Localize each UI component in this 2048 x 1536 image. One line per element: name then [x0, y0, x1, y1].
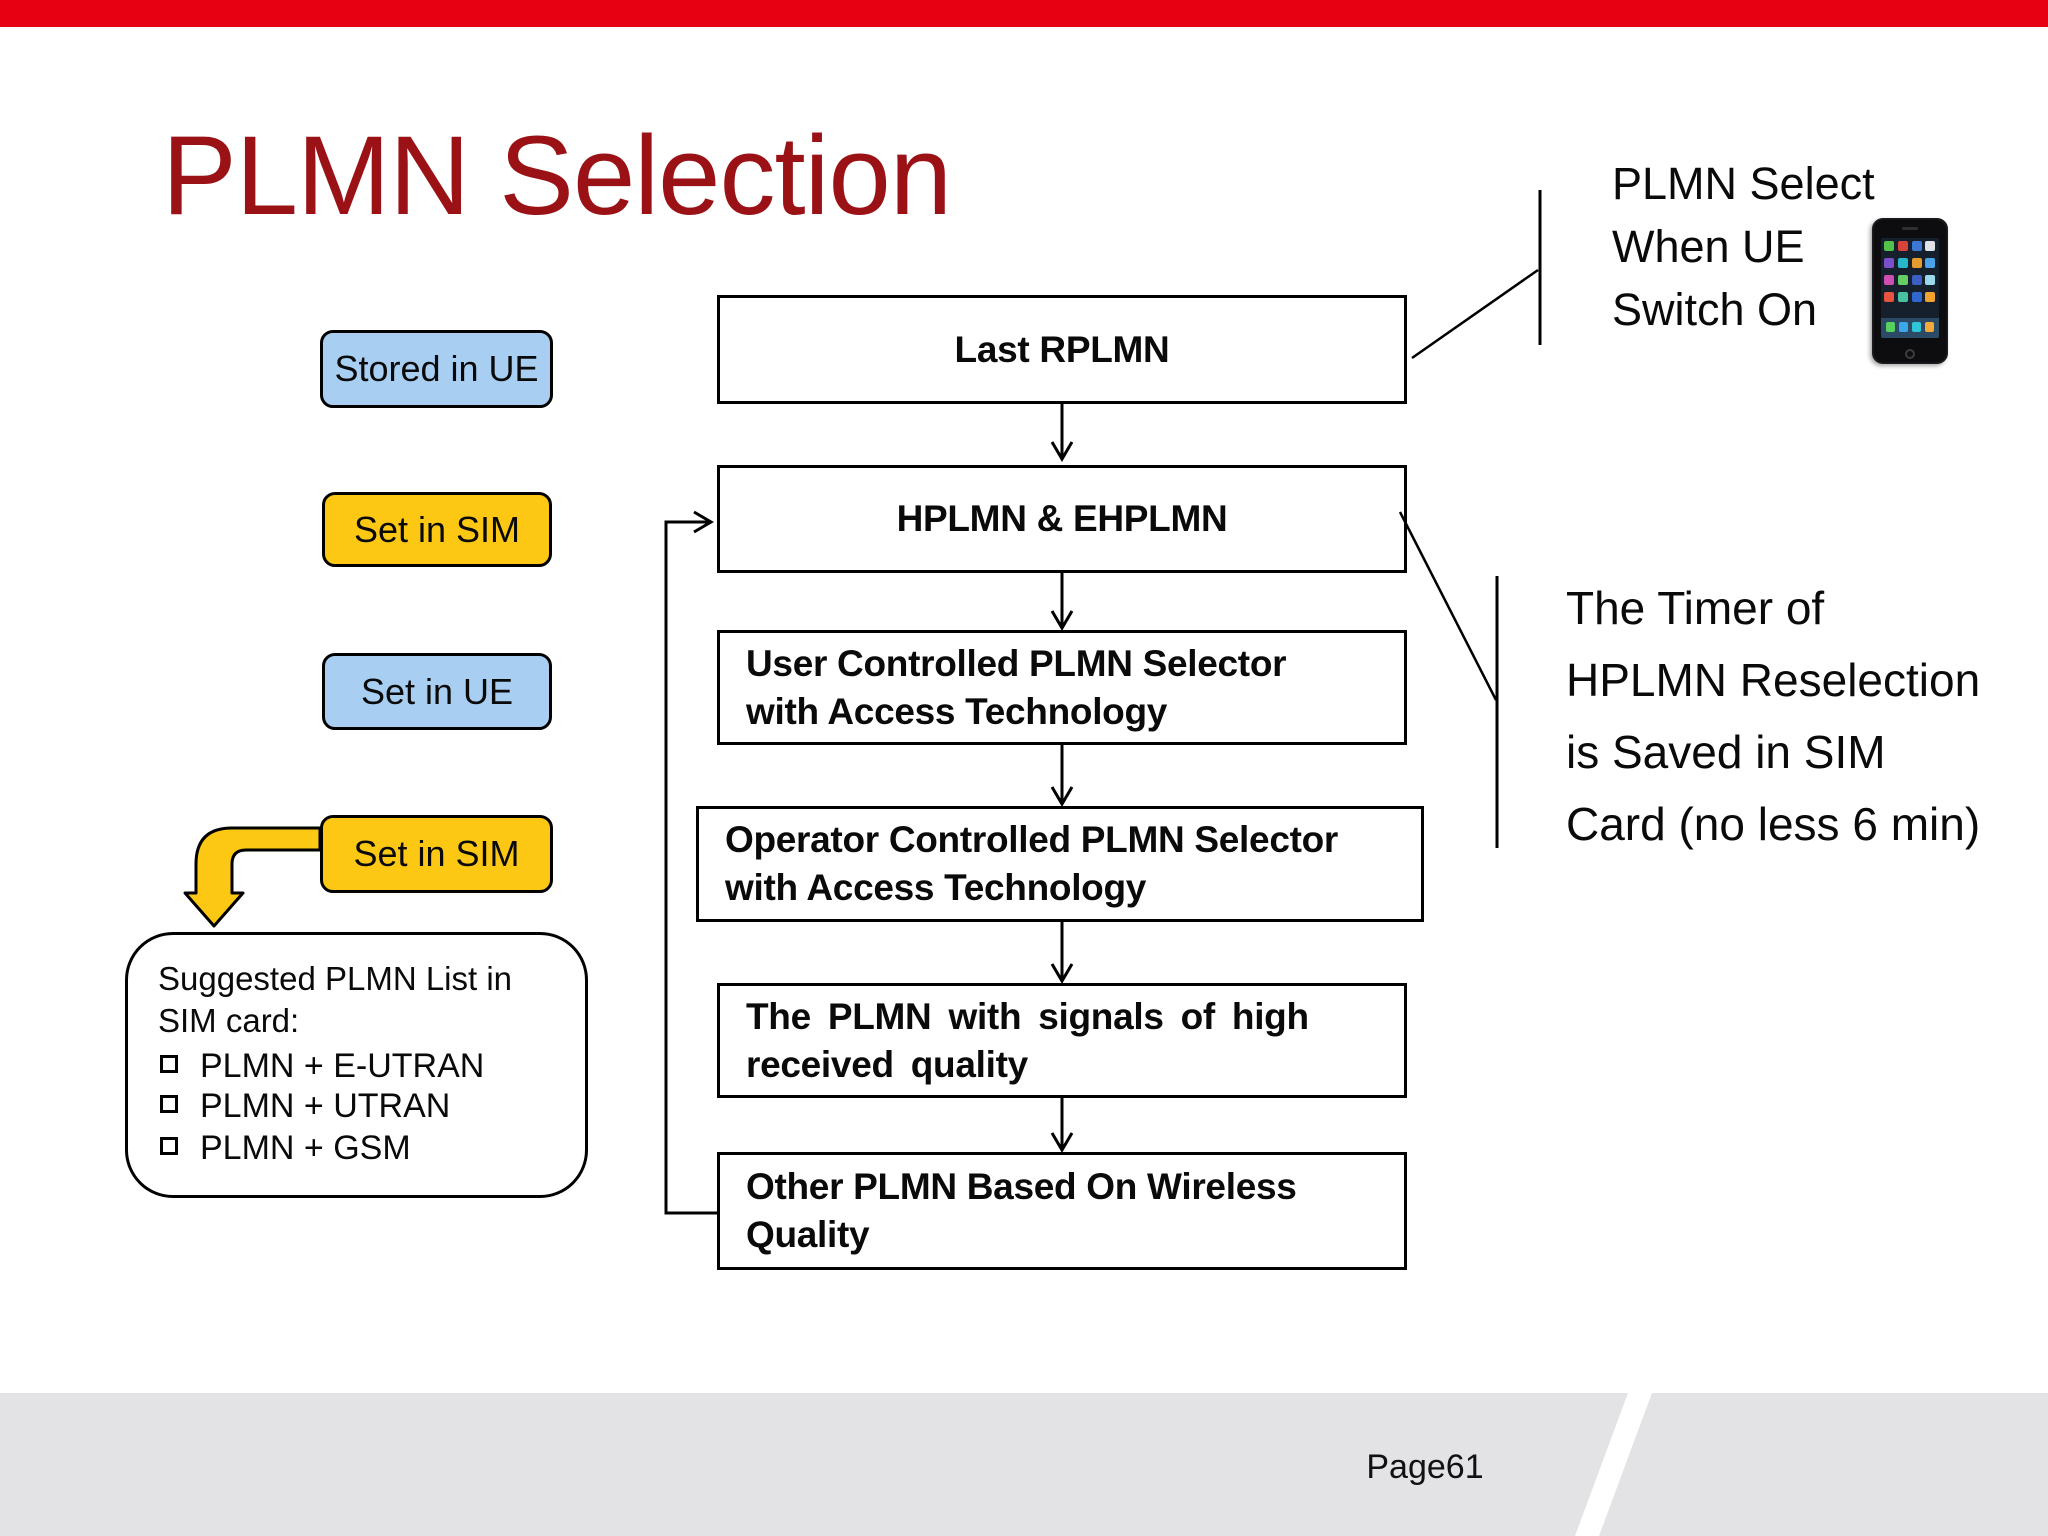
flow-box-other-plmn: Other PLMN Based On Wireless Quality [717, 1152, 1407, 1270]
page-title: PLMN Selection [162, 113, 952, 238]
badge-set-in-sim-2: Set in SIM [320, 815, 553, 893]
phone-speaker [1902, 227, 1918, 230]
flow-box-hplmn-ehplmn: HPLMN & EHPLMN [717, 465, 1407, 573]
phone-home-button [1905, 349, 1915, 359]
smartphone-icon [1872, 218, 1948, 364]
badge-label: Set in SIM [353, 508, 521, 550]
square-bullet-icon [160, 1137, 178, 1155]
callout-plmn-select-on-power: PLMN Select When UE Switch On [1612, 158, 1875, 335]
flow-box-label: Other PLMN Based On Wireless Quality [746, 1166, 1297, 1255]
phone-screen [1881, 238, 1939, 338]
badge-label: Set in SIM [353, 833, 520, 874]
square-bullet-icon [160, 1095, 178, 1113]
badge-set-in-sim: Set in SIM [322, 492, 552, 567]
footer-band [0, 1393, 2048, 1536]
flow-box-label: User Controlled PLMN Selector with Acces… [746, 642, 1287, 732]
phone-app-grid [1884, 241, 1936, 313]
badge-label: Set in UE [360, 670, 514, 712]
flow-box-label: Last RPLMN [954, 328, 1170, 370]
phone-dock [1881, 318, 1939, 338]
callout-hplmn-timer: The Timer of HPLMN Reselection is Saved … [1566, 582, 1981, 850]
flow-box-label: HPLMN & EHPLMN [896, 498, 1228, 539]
flow-box-last-rplmn: Last RPLMN [717, 295, 1407, 404]
square-bullet-icon [160, 1055, 178, 1073]
flow-box-user-controlled: User Controlled PLMN Selector with Acces… [717, 630, 1407, 745]
page-number: Page61 [1366, 1448, 1484, 1486]
badge-set-in-ue: Set in UE [322, 653, 552, 730]
suggested-plmn-list-box [125, 932, 588, 1198]
flow-box-label: Operator Controlled PLMN Selector with A… [725, 819, 1339, 908]
badge-label: Stored in UE [334, 348, 539, 389]
bent-arrow-down-icon [183, 826, 322, 928]
flow-box-label: The PLMN with signals of high received q… [746, 995, 1309, 1085]
flow-box-operator-controlled: Operator Controlled PLMN Selector with A… [696, 806, 1424, 922]
flow-box-high-quality-plmn: The PLMN with signals of high received q… [717, 983, 1407, 1098]
top-red-bar [0, 0, 2048, 27]
suggested-list-heading: Suggested PLMN List in SIM card: [158, 960, 513, 1039]
badge-stored-in-ue: Stored in UE [320, 330, 553, 408]
